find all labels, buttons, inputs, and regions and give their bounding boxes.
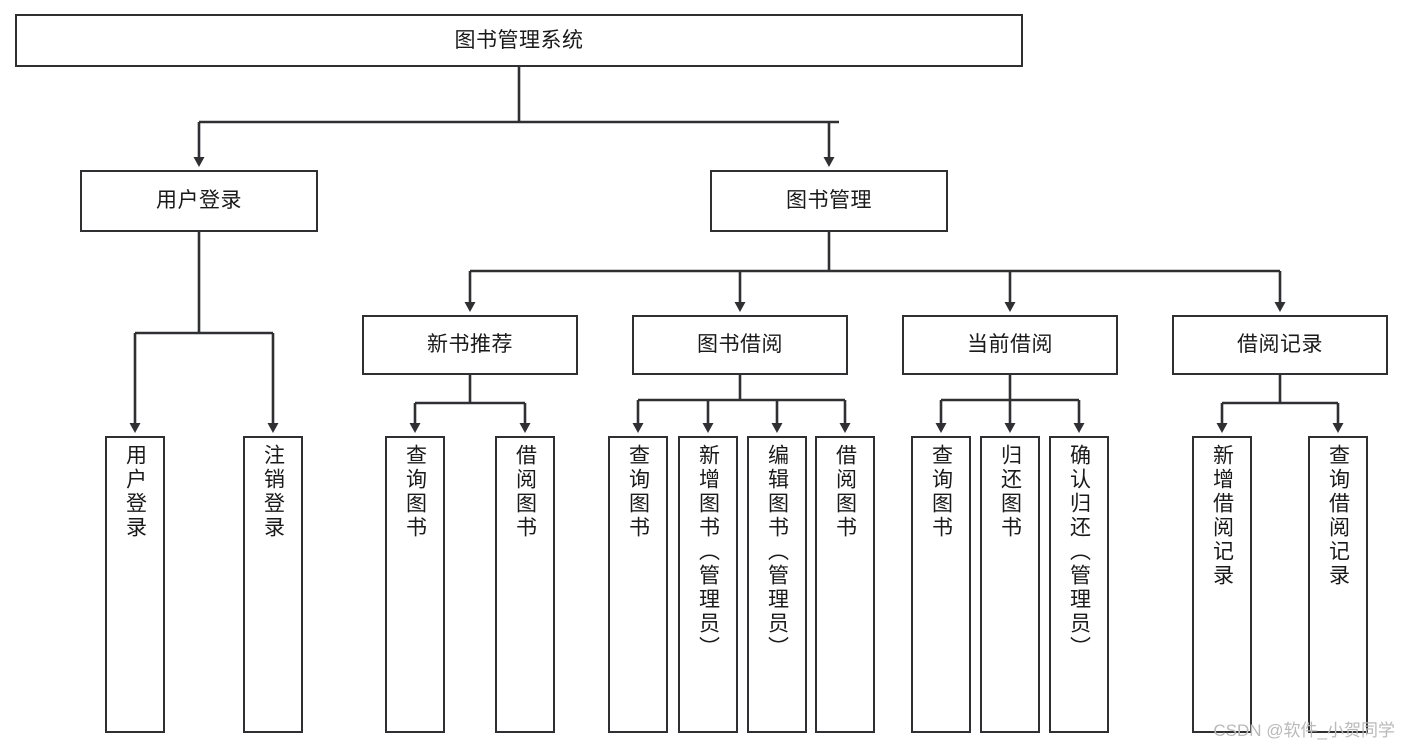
leaf-book-borrow-edit[interactable]: 编辑图书（管理员） (747, 436, 807, 733)
leaf-new-book-query-label: 查询图书 (403, 444, 427, 540)
leaf-borrow-record-query[interactable]: 查询借阅记录 (1308, 436, 1368, 733)
leaf-new-book-borrow-label: 借阅图书 (513, 444, 537, 540)
node-new-book-recommend[interactable]: 新书推荐 (362, 315, 578, 375)
node-current-borrow-label: 当前借阅 (967, 333, 1053, 357)
leaf-user-login-logout[interactable]: 注销登录 (243, 436, 303, 733)
leaf-book-borrow-borrow[interactable]: 借阅图书 (815, 436, 875, 733)
leaf-book-borrow-query[interactable]: 查询图书 (608, 436, 668, 733)
leaf-book-borrow-borrow-label: 借阅图书 (833, 444, 857, 540)
node-book-management[interactable]: 图书管理 (710, 170, 948, 232)
leaf-current-borrow-query[interactable]: 查询图书 (911, 436, 971, 733)
leaf-borrow-record-query-label: 查询借阅记录 (1326, 444, 1350, 588)
node-book-management-label: 图书管理 (786, 189, 872, 213)
leaf-current-borrow-return-label: 归还图书 (998, 444, 1022, 540)
leaf-user-login-login-label: 用户登录 (123, 444, 147, 540)
node-root-label: 图书管理系统 (454, 28, 584, 52)
node-user-login[interactable]: 用户登录 (80, 170, 318, 232)
leaf-current-borrow-confirm-return[interactable]: 确认归还（管理员） (1049, 436, 1109, 733)
leaf-book-borrow-query-label: 查询图书 (626, 444, 650, 540)
node-borrow-record-label: 借阅记录 (1237, 333, 1323, 357)
leaf-user-login-logout-label: 注销登录 (261, 444, 285, 540)
leaf-current-borrow-return[interactable]: 归还图书 (980, 436, 1040, 733)
node-book-borrow-label: 图书借阅 (697, 333, 783, 357)
leaf-book-borrow-edit-label: 编辑图书（管理员） (765, 444, 789, 660)
leaf-new-book-query[interactable]: 查询图书 (385, 436, 445, 733)
leaf-book-borrow-add[interactable]: 新增图书（管理员） (678, 436, 738, 733)
node-user-login-label: 用户登录 (156, 189, 242, 213)
leaf-borrow-record-add[interactable]: 新增借阅记录 (1192, 436, 1252, 733)
node-current-borrow[interactable]: 当前借阅 (902, 315, 1118, 375)
watermark-text: CSDN @软件_小贺同学 (1213, 721, 1395, 740)
node-book-borrow[interactable]: 图书借阅 (632, 315, 848, 375)
leaf-new-book-borrow[interactable]: 借阅图书 (495, 436, 555, 733)
node-new-book-recommend-label: 新书推荐 (427, 333, 513, 357)
leaf-borrow-record-add-label: 新增借阅记录 (1210, 444, 1234, 588)
leaf-book-borrow-add-label: 新增图书（管理员） (696, 444, 720, 660)
leaf-current-borrow-confirm-return-label: 确认归还（管理员） (1067, 444, 1091, 660)
node-root[interactable]: 图书管理系统 (15, 14, 1023, 67)
leaf-current-borrow-query-label: 查询图书 (929, 444, 953, 540)
node-borrow-record[interactable]: 借阅记录 (1172, 315, 1388, 375)
leaf-user-login-login[interactable]: 用户登录 (105, 436, 165, 733)
